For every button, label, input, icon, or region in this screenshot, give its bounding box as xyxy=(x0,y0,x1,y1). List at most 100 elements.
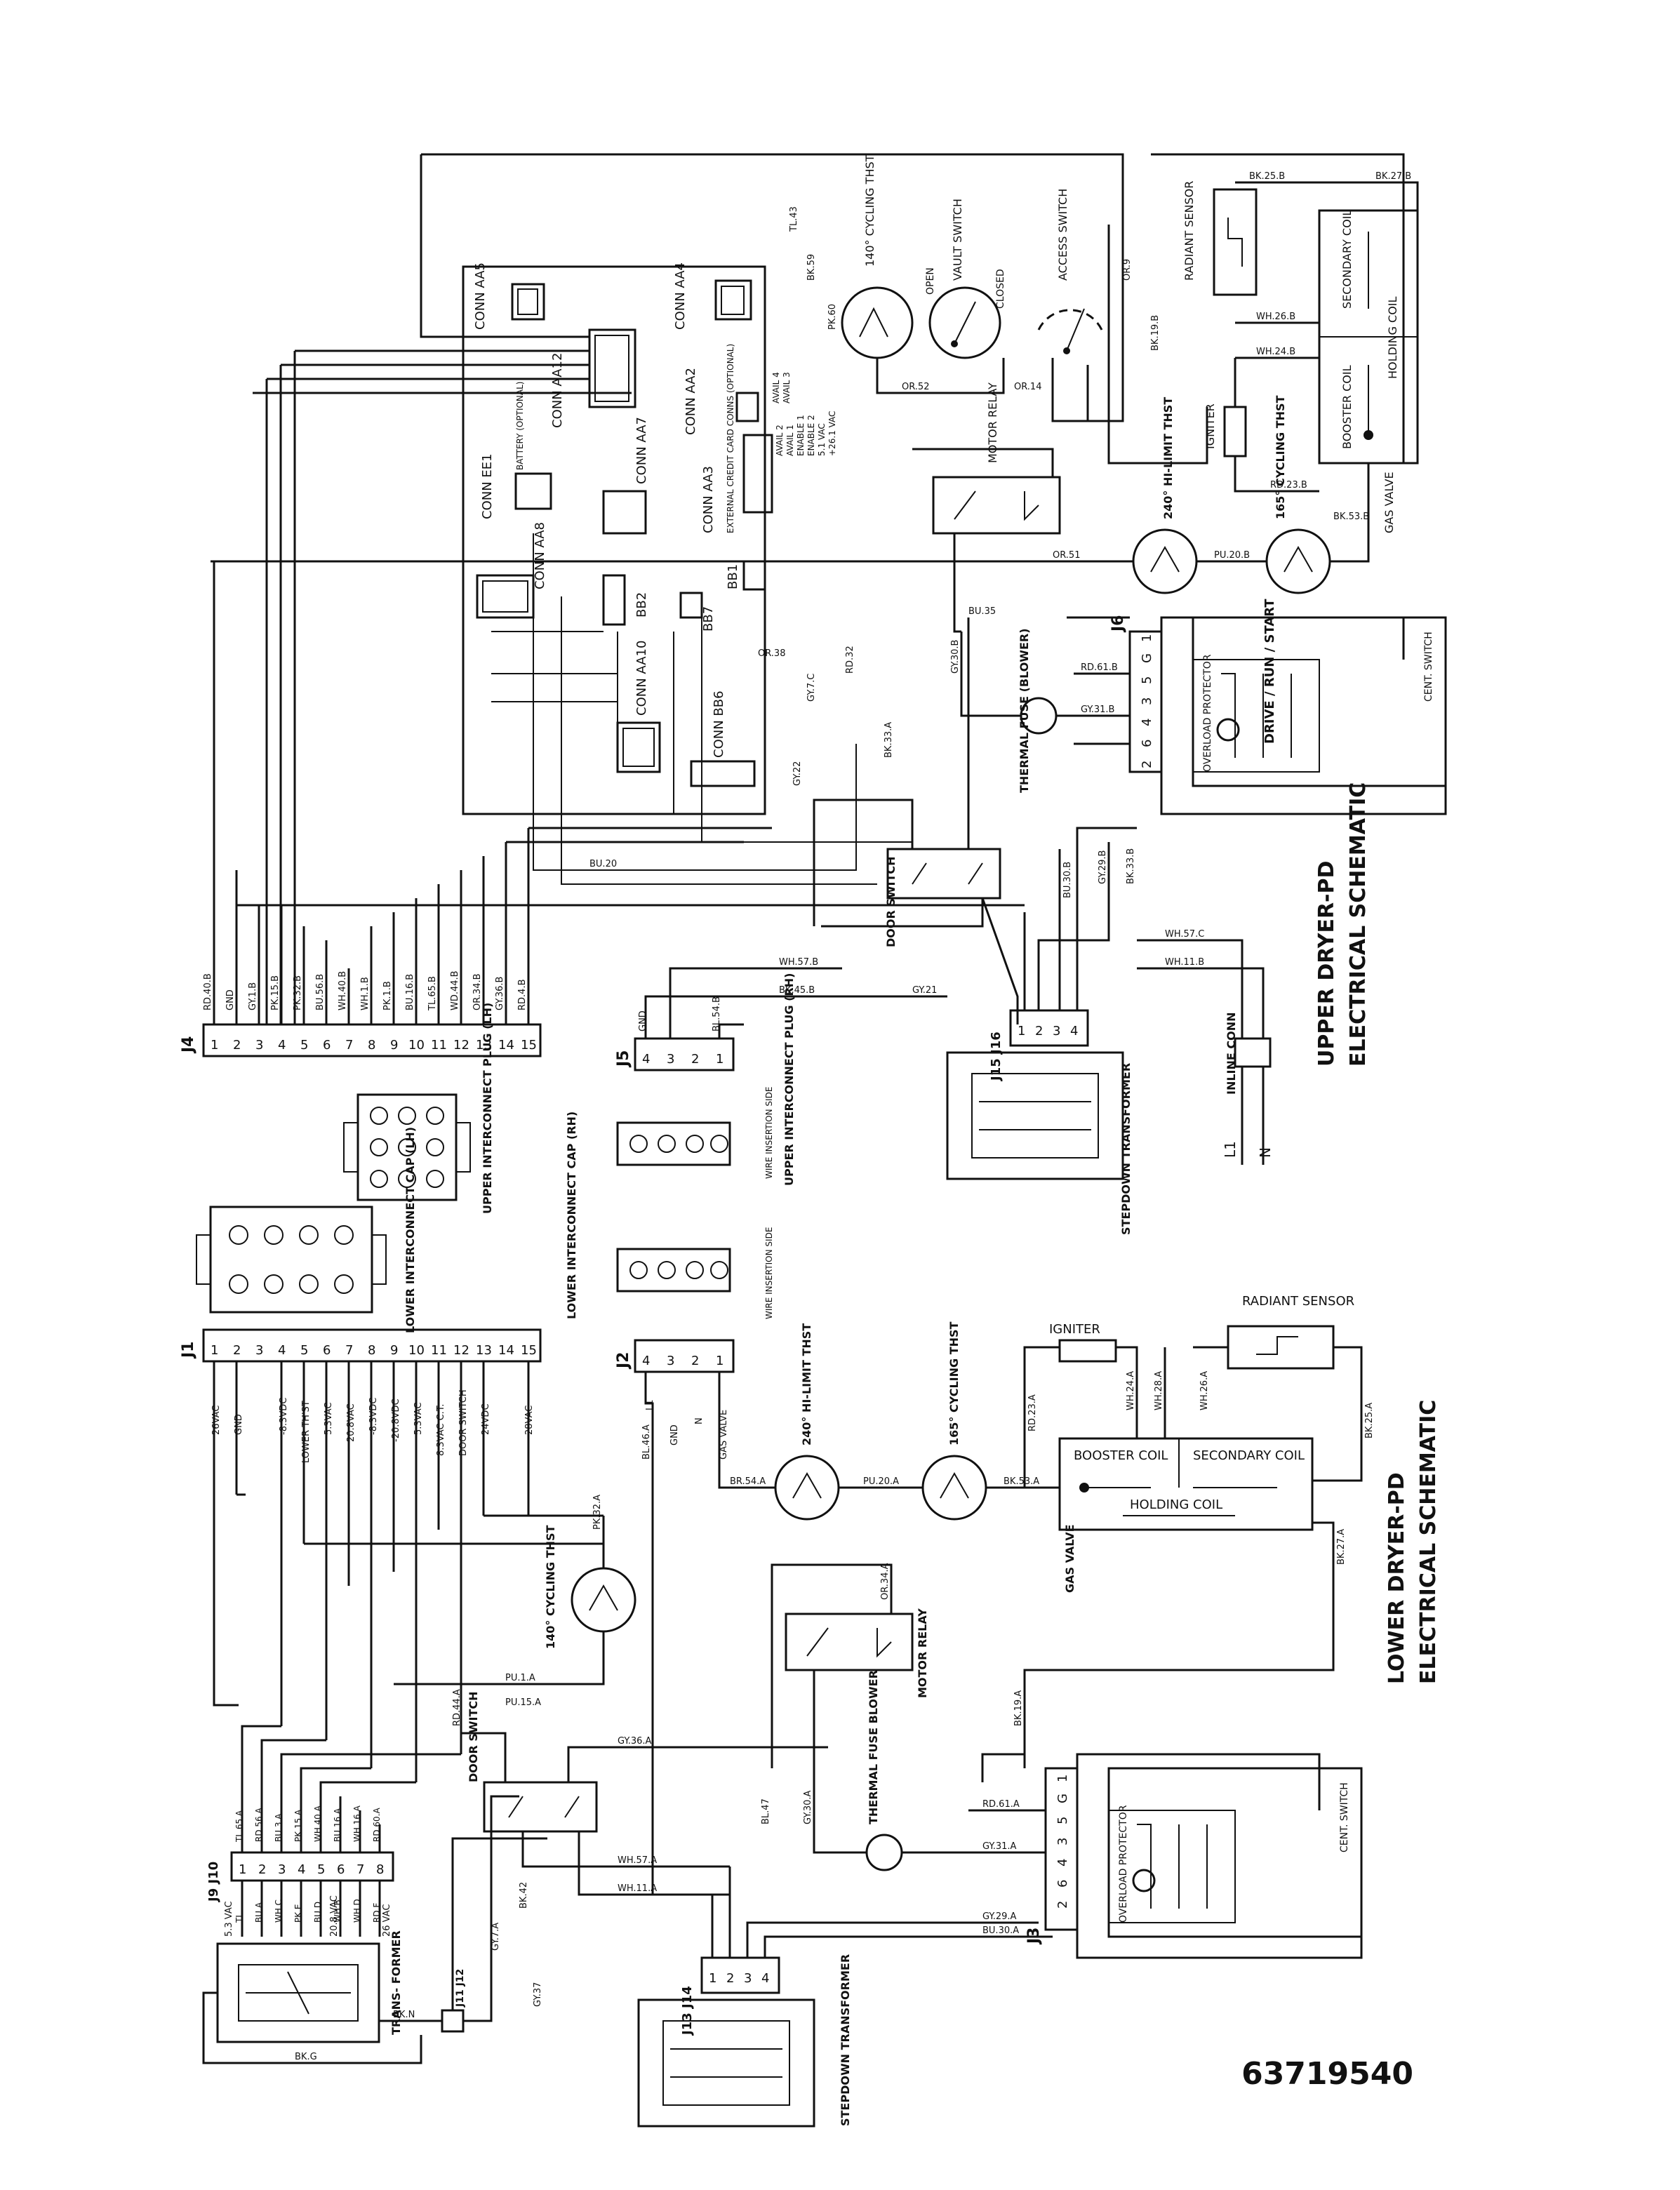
upper-j5-connector: J5 4 3 2 1 GND BL.54.B xyxy=(615,996,735,1071)
tag-bl47: BL.47 xyxy=(761,1798,771,1824)
lower-holding-coil-label: HOLDING COIL xyxy=(1130,1497,1222,1512)
j2-sig-4: GAS VALVE xyxy=(719,1410,729,1460)
lower-j13-j14-connector: J13 J14 1 2 3 4 xyxy=(680,1956,780,2036)
j1-sig-9: -20.8VDC xyxy=(391,1398,401,1442)
upper-stepdown-label: STEPDOWN TRANSFORMER xyxy=(1119,1063,1133,1235)
j3-pin-5: 4 xyxy=(1055,1859,1070,1867)
upper-140-cycling-thermostat: 140° CYCLING THST xyxy=(841,154,914,359)
lower-wire-insertion: WIRE INSERTION SIDE xyxy=(764,1227,774,1319)
lower-165-cycling-thermostat: 165° CYCLING THST xyxy=(921,1321,987,1521)
tag-or34a: OR.34.A xyxy=(880,1563,891,1600)
j1-sig-5: LOWER TH'ST xyxy=(301,1401,312,1463)
tag-or38: OR.38 xyxy=(758,648,785,659)
upper-holding-coil-label: HOLDING COIL xyxy=(1386,296,1399,379)
tag-rd61b: RD.61.B xyxy=(1081,662,1118,673)
upper-overload-label: OVERLOAD PROTECTOR xyxy=(1202,654,1213,772)
j13-pin-1: 1 xyxy=(709,1971,716,1986)
upper-booster-coil-label: BOOSTER COIL xyxy=(1340,365,1354,449)
j4-pin-4: 4 xyxy=(278,1038,286,1053)
lower-hi-limit-label: 240° HI-LIMIT THST xyxy=(800,1323,813,1445)
vault-switch: VAULT SWITCH OPEN CLOSED xyxy=(925,199,1006,359)
access-switch: ACCESS SWITCH xyxy=(1037,189,1103,354)
j4-wire-2: GND xyxy=(225,989,236,1010)
j1-pin-15: 15 xyxy=(521,1343,537,1358)
j3-pin-3: 5 xyxy=(1055,1817,1070,1824)
tag-or52: OR.52 xyxy=(902,382,929,392)
tag-gy31a: GY.31.A xyxy=(982,1841,1017,1852)
conn-bb2: BB2 xyxy=(602,574,649,626)
j4-pin-5: 5 xyxy=(300,1038,308,1053)
vault-closed-label: CLOSED xyxy=(995,269,1006,309)
conn-aa10-label: CONN AA10 xyxy=(634,641,649,716)
upper-title-line2: ELECTRICAL SCHEMATIC xyxy=(1346,782,1371,1067)
conn-bb7: BB7 xyxy=(679,592,716,632)
upper-plug-lh-label: UPPER INTERCONNECT PLUG (LH) xyxy=(481,1003,494,1214)
conn-aa3: CONN AA3 EXTERNAL CREDIT CARD CONNS (OPT… xyxy=(701,344,837,533)
conn-bb1: BB1 xyxy=(726,560,766,591)
lower-radiant-label: RADIANT SENSOR xyxy=(1242,1294,1354,1309)
j1-sig-4: -8.3VDC xyxy=(279,1398,289,1435)
j4-wire-6: BU.56.B xyxy=(315,974,326,1010)
j4-pin-1: 1 xyxy=(211,1038,218,1053)
lower-schematic: LOWER INTERCONNECT CAP (LH) LOWER INTERC… xyxy=(180,1111,1441,2128)
lower-j9-label: J9 J10 xyxy=(206,1862,221,1903)
conn-aa5: CONN AA5 xyxy=(473,262,545,330)
upper-title-line1: UPPER DRYER-PD xyxy=(1314,861,1339,1067)
aa3-pin-6: +26.1 VAC xyxy=(827,411,837,456)
upper-j6-connector: J6 1 G 5 3 4 6 2 xyxy=(1109,615,1163,773)
tag-rd23b: RD.23.B xyxy=(1270,480,1307,490)
upper-hi-limit-label: 240° HI-LIMIT THST xyxy=(1161,397,1175,519)
tag-wh11a: WH.11.A xyxy=(618,1883,657,1894)
tag-bk27a: BK.27.A xyxy=(1336,1529,1347,1565)
upper-radiant-sensor: RADIANT SENSOR xyxy=(1182,181,1258,296)
conn-aa4-label: CONN AA4 xyxy=(673,262,688,330)
tag-gy22: GY.22 xyxy=(792,761,803,786)
j4-wire-14: GY.36.B xyxy=(495,977,505,1010)
j2-sig-3: N xyxy=(694,1417,705,1424)
j4-wire-5: PK.32.B xyxy=(293,975,303,1010)
j1-pin-8: 8 xyxy=(368,1343,375,1358)
j4-wire-12: WD.44.B xyxy=(450,970,460,1010)
j5-wire-4: BL.54.B xyxy=(712,996,722,1031)
j1-sig-1: 26VAC xyxy=(211,1406,222,1435)
conn-aa8: CONN AA8 xyxy=(476,522,547,619)
j1-pin-9: 9 xyxy=(390,1343,398,1358)
lower-140-label: 140° CYCLING THST xyxy=(544,1525,557,1649)
lower-door-switch: DOOR SWITCH xyxy=(467,1691,598,1833)
conn-aa7-label: CONN AA7 xyxy=(634,417,649,484)
aa2-pin-2: AVAIL 3 xyxy=(782,372,792,403)
tag-rd44a: RD.44.A xyxy=(452,1689,462,1726)
upper-wire-insertion: WIRE INSERTION SIDE xyxy=(764,1087,774,1179)
j4-wire-1: RD.40.B xyxy=(203,973,213,1010)
vac-20-8-label: 20.8 VAC xyxy=(329,1895,340,1937)
bb1-label: BB1 xyxy=(726,564,740,589)
j1-pin-6: 6 xyxy=(323,1343,331,1358)
j15-pin-2: 2 xyxy=(1035,1024,1043,1039)
j1-pin-4: 4 xyxy=(278,1343,286,1358)
lower-j11-j12-connector: J11 J12 xyxy=(441,1969,466,2033)
tag-bu30a: BU.30.A xyxy=(982,1925,1019,1936)
aa3-pin-2: AVAIL 1 xyxy=(785,425,795,456)
lower-igniter-label: IGNITER xyxy=(1049,1322,1100,1337)
tag-wh57a: WH.57.A xyxy=(618,1855,657,1866)
tag-gy30b: GY.30.B xyxy=(950,640,961,674)
upper-schematic: CONN AA5 CONN AA4 CONN AA12 CONN AA2 AVA… xyxy=(180,153,1447,1235)
tag-rd23a: RD.23.A xyxy=(1027,1394,1038,1431)
j9-pin-3: 3 xyxy=(278,1862,286,1877)
tag-bk19a: BK.19.A xyxy=(1013,1690,1024,1726)
tag-gy7a: GY.7.A xyxy=(491,1923,501,1951)
conn-bb6: CONN BB6 xyxy=(690,690,756,787)
lower-thermal-fuse-label: THERMAL FUSE BLOWER xyxy=(867,1670,880,1824)
tag-bk33a: BK.33.A xyxy=(884,722,894,758)
lower-j2-connector: J2 4 3 2 1 L1 GND N GAS VALVE xyxy=(615,1339,735,1460)
aa3-pin-4: ENABLE 2 xyxy=(806,415,816,456)
tag-bk42: BK.42 xyxy=(519,1882,529,1909)
upper-n-tag: N xyxy=(1257,1147,1274,1158)
bb2-label: BB2 xyxy=(634,592,649,617)
j5-pin-2: 3 xyxy=(667,1052,674,1067)
j4-wire-3: GY.1.B xyxy=(248,982,258,1010)
tag-pk32a: PK.32.A xyxy=(592,1495,603,1530)
lower-cap-lh-label: LOWER INTERCONNECT CAP (LH) xyxy=(404,1127,417,1333)
lower-165-label: 165° CYCLING THST xyxy=(947,1321,961,1445)
tag-bk25b: BK.25.B xyxy=(1249,171,1285,182)
